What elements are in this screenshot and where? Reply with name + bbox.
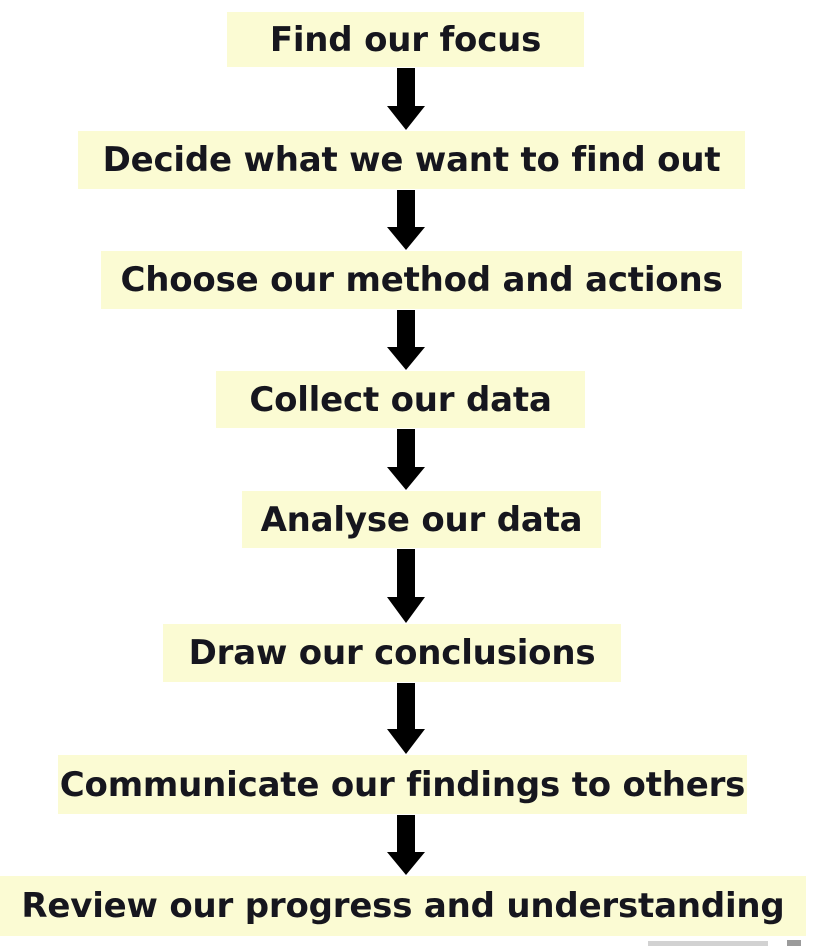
flowchart-step-label: Decide what we want to find out (102, 140, 721, 180)
flowchart-step-label: Find our focus (269, 19, 542, 60)
down-arrow-icon (387, 815, 425, 875)
flowchart-step-4: Collect our data (216, 371, 585, 428)
scrollbar-track[interactable] (648, 941, 768, 946)
down-arrow-icon (387, 429, 425, 490)
flowchart-step-label: Choose our method and actions (120, 260, 723, 300)
flowchart-step-6: Draw our conclusions (163, 624, 621, 682)
flowchart-step-label: Analyse our data (260, 499, 583, 540)
flowchart-step-7: Communicate our findings to others (58, 755, 747, 814)
flowchart-step-1: Find our focus (227, 12, 584, 67)
flowchart-step-label: Collect our data (249, 379, 552, 420)
down-arrow-icon (387, 310, 425, 370)
flowchart-step-3: Choose our method and actions (101, 251, 742, 309)
down-arrow-icon (387, 683, 425, 754)
down-arrow-icon (387, 190, 425, 250)
down-arrow-icon (387, 549, 425, 623)
scrollbar-thumb[interactable] (787, 940, 801, 946)
flowchart-step-8: Review our progress and understanding (0, 876, 806, 936)
flowchart-step-label: Draw our conclusions (188, 633, 596, 673)
flowchart-step-5: Analyse our data (242, 491, 601, 548)
flowchart-step-label: Communicate our findings to others (59, 764, 746, 805)
flowchart-step-2: Decide what we want to find out (78, 131, 745, 189)
flowchart-step-label: Review our progress and understanding (21, 886, 785, 926)
down-arrow-icon (387, 68, 425, 130)
